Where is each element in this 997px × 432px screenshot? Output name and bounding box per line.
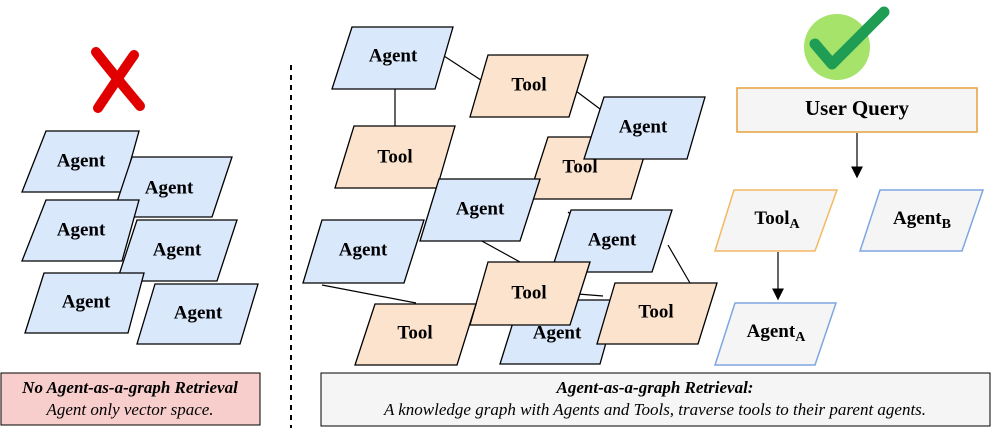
agent-b-node: AgentB bbox=[858, 189, 985, 252]
edge bbox=[667, 244, 691, 284]
graph-tool-3-label: Tool bbox=[562, 156, 597, 177]
user-query-box: User Query bbox=[736, 87, 978, 133]
edge bbox=[443, 55, 488, 85]
left-caption-text: Agent only vector space. bbox=[45, 400, 213, 419]
graph-tool-2-label: Tool bbox=[377, 146, 412, 167]
left-agent-4: Agent bbox=[116, 219, 238, 282]
edge bbox=[479, 239, 521, 263]
graph-agent-1-label: Agent bbox=[369, 45, 418, 66]
tool-a-node: ToolA bbox=[713, 189, 839, 252]
agent-b-subscript: B bbox=[942, 217, 951, 232]
left-agent-2-label: Agent bbox=[145, 177, 194, 198]
user-query-label: User Query bbox=[805, 96, 910, 120]
graph-agent-4: Agent bbox=[550, 209, 673, 273]
tool-a-label: ToolA bbox=[754, 208, 800, 232]
graph-tool-2: Tool bbox=[334, 125, 456, 189]
agent-a-subscript: A bbox=[795, 330, 806, 345]
graph-tool-5: Tool bbox=[596, 282, 718, 345]
graph-agent-3-label: Agent bbox=[456, 198, 505, 219]
left-caption-title: No Agent-as-a-graph Retrieval bbox=[21, 378, 238, 397]
graph-tool-6-label: Tool bbox=[397, 322, 432, 343]
tool-a-subscript: A bbox=[790, 217, 801, 232]
left-caption: No Agent-as-a-graph Retrieval Agent only… bbox=[0, 372, 261, 426]
agent-b-name: Agent bbox=[893, 208, 942, 229]
edge bbox=[321, 284, 417, 304]
left-agent-3: Agent bbox=[21, 199, 140, 262]
left-agent-1: Agent bbox=[21, 130, 140, 193]
tool-a-name: Tool bbox=[754, 208, 789, 229]
graph-tool-1-label: Tool bbox=[511, 74, 546, 95]
graph-tool-6: Tool bbox=[354, 303, 477, 366]
graph-tool-1: Tool bbox=[469, 54, 589, 118]
left-agent-5: Agent bbox=[24, 272, 145, 334]
graph-caption: Agent-as-a-graph Retrieval: A knowledge … bbox=[320, 372, 991, 427]
graph-tool-4-label: Tool bbox=[511, 282, 546, 303]
check-icon bbox=[804, 6, 890, 80]
cross-icon bbox=[91, 47, 145, 113]
agent-a-label: AgentA bbox=[747, 321, 807, 345]
graph-agent-5: Agent bbox=[302, 219, 425, 284]
agent-b-label: AgentB bbox=[893, 208, 951, 232]
graph-caption-text: A knowledge graph with Agents and Tools,… bbox=[383, 400, 926, 419]
graph-caption-title: Agent-as-a-graph Retrieval: bbox=[556, 378, 754, 397]
graph-agent-5-label: Agent bbox=[339, 239, 388, 260]
left-agent-5-label: Agent bbox=[62, 291, 111, 312]
agent-a-name: Agent bbox=[747, 321, 796, 342]
left-agent-6-label: Agent bbox=[174, 302, 223, 323]
agent-a-node: AgentA bbox=[713, 302, 838, 366]
left-agent-6: Agent bbox=[136, 283, 259, 345]
graph-agent-7-label: Agent bbox=[533, 322, 582, 343]
graph-agent-2-label: Agent bbox=[619, 116, 668, 137]
left-agent-2: Agent bbox=[111, 156, 233, 218]
graph-agent-3: Agent bbox=[419, 178, 541, 242]
left-agent-1-label: Agent bbox=[57, 150, 106, 171]
graph-agent-2: Agent bbox=[583, 96, 706, 160]
graph-tool-4: Tool bbox=[469, 261, 591, 326]
graph-agent-1: Agent bbox=[331, 26, 454, 90]
graph-agent-4-label: Agent bbox=[588, 229, 637, 250]
graph-tool-5-label: Tool bbox=[638, 301, 673, 322]
left-agent-3-label: Agent bbox=[57, 219, 106, 240]
left-agent-4-label: Agent bbox=[153, 239, 202, 260]
